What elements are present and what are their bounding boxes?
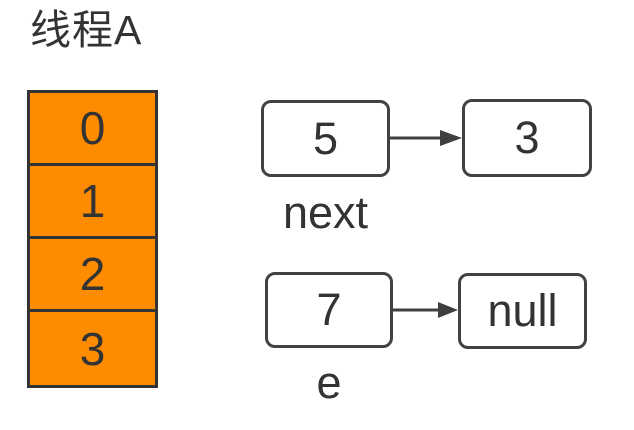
arrow-right-icon <box>388 130 462 146</box>
array-cell-2: 2 <box>30 239 155 312</box>
array-cell-1: 1 <box>30 166 155 239</box>
thread-a-array: 0 1 2 3 <box>27 90 158 388</box>
node-value-7: 7 <box>265 272 393 348</box>
node-target-null: null <box>458 273 587 349</box>
arrow-right-icon <box>391 302 458 318</box>
pointer-label-next: next <box>282 187 369 238</box>
array-cell-3: 3 <box>79 322 106 375</box>
array-cell-0: 0 <box>30 93 155 166</box>
node-value-5: 5 <box>261 100 390 177</box>
pointer-label-e: e <box>316 357 342 408</box>
node-target-3: 3 <box>462 99 592 177</box>
diagram-title: 线程A <box>30 7 143 53</box>
